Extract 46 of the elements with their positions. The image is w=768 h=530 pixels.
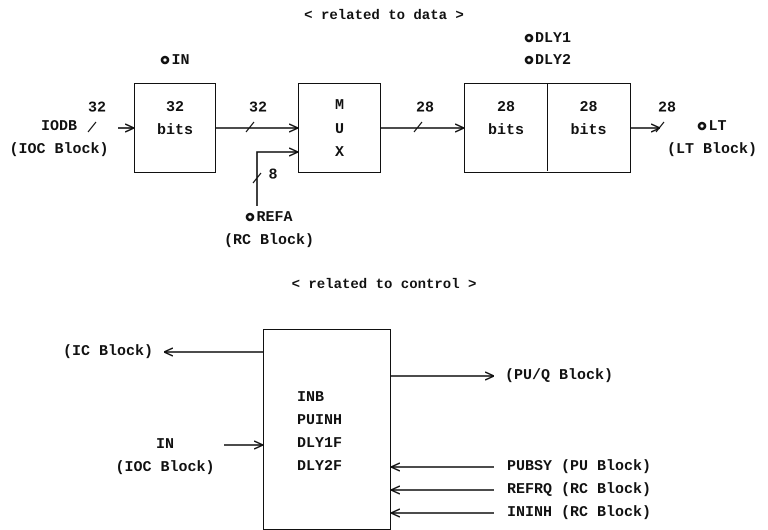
multiplexer-box [298, 83, 381, 173]
signal-name: ININH (RC Block) [506, 503, 652, 523]
edge-label: 8 [268, 166, 278, 184]
signal-name: DLY1 [534, 29, 571, 49]
signal-name: IODB [40, 117, 77, 137]
arrow [390, 485, 494, 495]
edge-label: 28 [416, 100, 434, 116]
section-heading: < related to data > [304, 8, 464, 24]
block-text: DLY1F [297, 434, 342, 454]
arrow [256, 147, 299, 206]
arrow [631, 123, 661, 133]
signal-name: PUBSY (PU Block) [506, 457, 652, 477]
signal-name: (PU/Q Block) [504, 366, 614, 386]
arrow [390, 508, 494, 518]
signal-name: (IC Block) [62, 342, 153, 362]
edge-label: 32 [249, 100, 267, 116]
signal-name: REFA [256, 208, 292, 228]
signal-name: (IOC Block) [9, 140, 109, 160]
signal-name: LT [708, 117, 726, 137]
register-box [134, 83, 216, 173]
block-text: PUINH [297, 411, 342, 431]
register-box [464, 83, 631, 173]
arrow [163, 347, 263, 357]
signal-name: REFRQ (RC Block) [506, 480, 652, 500]
control-block [263, 329, 391, 530]
arrow [391, 371, 495, 381]
block-text: 28 bits [486, 98, 525, 141]
arrow [381, 123, 465, 133]
block-text: MUX [334, 96, 345, 163]
block-text: 28 bits [569, 98, 608, 141]
arrow [224, 440, 264, 450]
block-text: DLY2F [297, 457, 342, 477]
signal-name: IN [156, 435, 174, 455]
edge-label: 28 [658, 100, 676, 116]
block-text: INB [297, 388, 324, 408]
section-heading: < related to control > [292, 277, 476, 293]
signal-name: DLY2 [534, 51, 571, 71]
edge-label: 32 [88, 100, 106, 116]
arrow [216, 123, 299, 133]
block-text: 32 bits [156, 98, 194, 141]
signal-name: IN [171, 51, 190, 71]
signal-name: (LT Block) [666, 140, 757, 160]
arrow [390, 462, 494, 472]
signal-name: (IOC Block) [115, 458, 215, 478]
signal-name: (RC Block) [224, 231, 314, 251]
arrow [118, 123, 135, 133]
